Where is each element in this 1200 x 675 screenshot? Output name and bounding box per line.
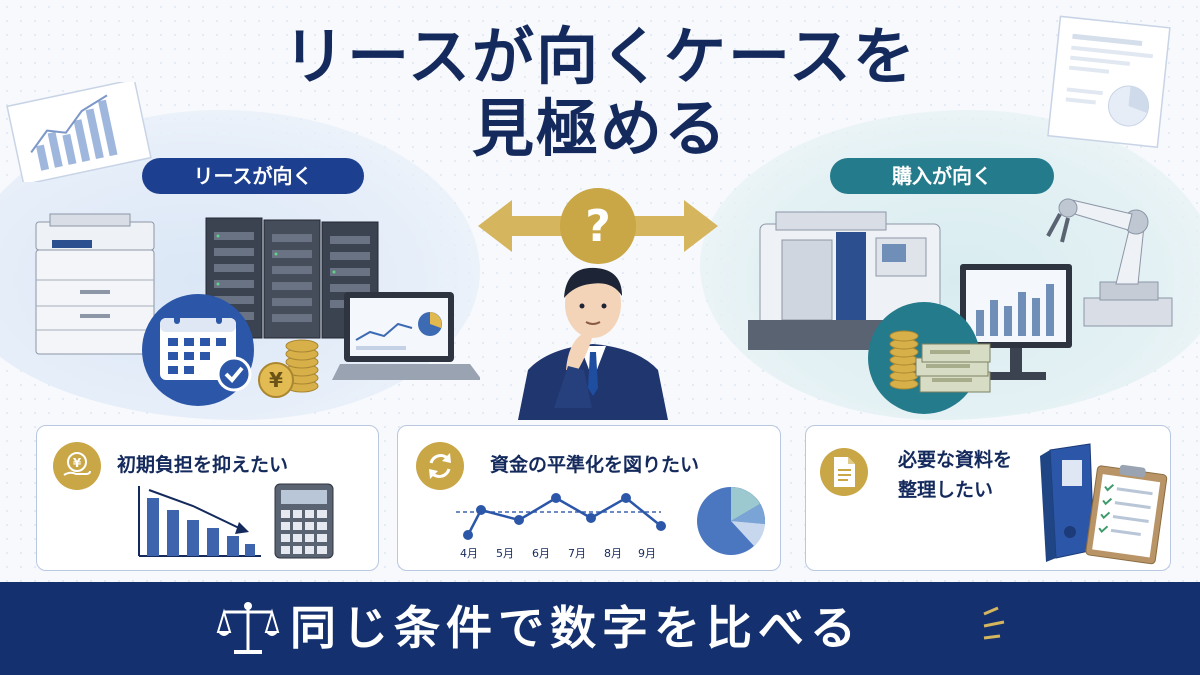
money-coins-icon xyxy=(868,302,991,414)
lease-suited-label: リースが向く xyxy=(142,158,364,194)
card-initial-burden-text: 初期負担を抑えたい xyxy=(117,454,289,476)
leveling-line-chart-icon xyxy=(456,493,666,540)
svg-text:?: ? xyxy=(585,201,611,252)
month-label: 8月 xyxy=(604,547,622,560)
footer-message: 同じ条件で数字を比べる xyxy=(290,601,862,655)
laptop-illustration xyxy=(332,292,480,380)
monitor-chart-illustration xyxy=(960,264,1072,380)
footer-banner: 同じ条件で数字を比べる xyxy=(0,582,1200,675)
card-initial-burden: ¥ 初期負担を抑えたい xyxy=(36,425,379,571)
double-arrow-icon: ? xyxy=(478,188,718,264)
pie-chart-icon xyxy=(697,487,766,555)
month-axis: 4月 5月 6月 7月 8月 9月 xyxy=(454,545,664,561)
purchase-suited-label: 購入が向く xyxy=(830,158,1054,194)
month-label: 4月 xyxy=(460,547,478,560)
month-label: 6月 xyxy=(532,547,550,560)
refresh-icon xyxy=(416,442,464,490)
document-illustration xyxy=(1047,15,1171,149)
card-organize-documents: 必要な資料を 整理したい xyxy=(805,425,1171,571)
binder-clipboard-icon xyxy=(1040,443,1168,565)
month-label: 5月 xyxy=(496,547,514,560)
svg-text:¥: ¥ xyxy=(269,368,283,392)
yen-hand-icon: ¥ xyxy=(53,442,101,490)
svg-text:¥: ¥ xyxy=(73,456,82,470)
page-title-line2: 見極める xyxy=(471,92,728,165)
declining-bar-chart-icon xyxy=(138,486,261,557)
robot-arm-illustration xyxy=(1046,198,1173,327)
scale-icon xyxy=(216,602,280,654)
month-label: 9月 xyxy=(638,547,656,560)
document-icon xyxy=(820,448,868,496)
card-organize-documents-line2: 整理したい xyxy=(898,479,994,501)
card-cash-leveling-text: 資金の平準化を図りたい xyxy=(490,454,700,476)
calendar-check-icon xyxy=(142,294,254,406)
sparkle-lines-icon xyxy=(983,606,1005,640)
yen-coins-icon: ¥ xyxy=(258,339,319,398)
card-organize-documents-line1: 必要な資料を xyxy=(898,449,1013,471)
calculator-icon xyxy=(274,483,334,559)
copier-illustration xyxy=(35,213,155,355)
chart-paper-illustration xyxy=(6,82,152,182)
page-title-line1: リースが向くケースを xyxy=(283,20,917,93)
month-label: 7月 xyxy=(568,547,586,560)
thinking-businessman-illustration xyxy=(518,267,668,420)
card-cash-leveling: 資金の平準化を図りたい 4月 5月 6月 7月 8月 9月 xyxy=(397,425,781,571)
